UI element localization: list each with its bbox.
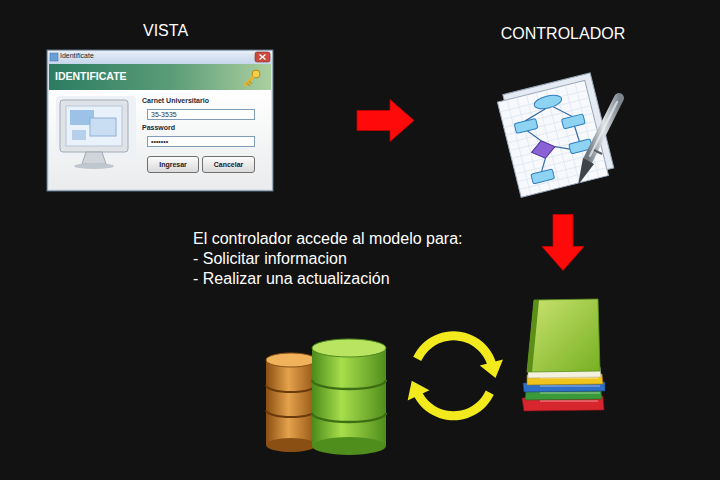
book-stack [522,299,605,411]
model-books [518,298,608,413]
flowchart-icon-part-part [533,93,563,111]
database-cylinders [266,339,386,455]
flowchart-icon [496,73,619,197]
key-icon-part [247,81,252,86]
monitor-picture-part [66,106,122,146]
exchange-arrows [408,336,503,416]
field-label: Password [142,124,175,132]
book-stack-part [527,300,539,372]
key-icon [245,70,260,86]
flow-arrow [542,215,584,271]
button-label: Ingresar [148,157,198,172]
database-cylinders-part [266,385,316,417]
monitor-picture [56,96,136,169]
monitor-picture-part [72,130,86,140]
database-cylinders-part [266,438,316,452]
flowchart-icon-part-part [497,80,608,197]
flowchart-icon-part-part [529,138,557,161]
push-button: Cancelar [202,156,255,173]
controller-icon: CONTROLADOR [498,72,628,187]
monitor-picture-part [74,163,114,169]
password-field: ••••••• [147,136,255,147]
database-cylinders-part [312,348,386,446]
flowchart-icon-part-part [531,169,555,184]
login-window-part [48,51,272,64]
text-field: 35-3535 [147,109,255,120]
login-window [47,50,273,191]
database-cylinders-part [266,360,316,445]
view-window: VISTAIdentificateIDENTIFICATECarnet Univ… [47,50,273,191]
note-text: - Realizar una actualización [193,269,390,288]
arrow-head [408,381,430,401]
cycle-arrow [417,336,492,366]
cycle-arrow [417,393,490,416]
push-button: Ingresar [147,156,199,173]
input-value: ••••••• [151,137,168,146]
book-stack-part [527,299,600,372]
field-label: Carnet Universitario [142,97,209,105]
login-window-part [260,55,266,60]
database-icon [262,338,389,454]
key-icon-part [245,77,253,85]
note-text: - Solicitar informacion [193,249,347,268]
login-window-part [49,90,271,189]
flowchart-icon-part [594,150,602,154]
book-stack-part [540,378,600,401]
input-value: 35-3535 [151,110,177,119]
arrow-head [480,359,503,378]
block-arrow [542,215,584,271]
flowchart-icon-part-part [514,118,538,133]
flowchart-icon-part [588,98,619,160]
flowchart-icon-part [590,102,617,156]
database-cylinders-part [312,437,386,455]
button-label: Cancelar [203,157,254,172]
login-window-part [49,64,271,90]
login-window-part [255,52,270,62]
view-heading: VISTA [143,22,188,40]
monitor-picture-part [56,96,136,158]
flow-arrow [357,100,414,142]
monitor-picture-part [60,100,128,152]
flowchart-icon-part [578,158,594,185]
flowchart-icon-part-part [497,80,608,197]
login-window-part [50,53,58,61]
note-text: El controlador accede al modelo para: [193,229,463,248]
database-cylinders-part [266,353,316,367]
flowchart-icon-part-part [523,103,584,173]
window-title: Identificate [60,52,94,60]
flowchart-icon-part-part [561,114,585,129]
monitor-picture-part [90,118,116,136]
database-cylinders-part [312,339,386,357]
monitor-picture-part [82,152,106,164]
login-window-part [47,50,273,191]
database-cylinders-part [312,380,386,422]
banner-title: IDENTIFICATE [55,70,127,82]
block-arrow [357,100,414,142]
controller-heading: CONTROLADOR [501,25,625,43]
